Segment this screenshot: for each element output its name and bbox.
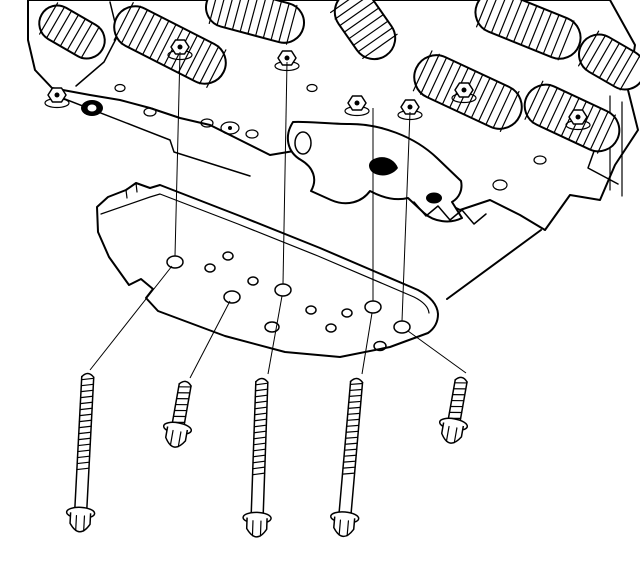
plate-hole — [166, 255, 184, 269]
housing-hole — [114, 83, 126, 93]
bracket — [286, 120, 487, 225]
housing-flange-edge — [51, 93, 251, 177]
plate-hole — [204, 263, 216, 273]
boss — [220, 121, 240, 135]
nut — [167, 39, 193, 61]
coil-section — [113, 2, 227, 88]
housing-lower-corner-edge — [446, 229, 542, 300]
leader-line — [361, 312, 373, 375]
bracket-shadow — [369, 157, 398, 176]
bracket-hole — [294, 131, 312, 155]
housing-hole — [200, 118, 214, 128]
bracket-shadow — [426, 192, 442, 204]
leader-line — [174, 51, 181, 257]
plate-hole — [222, 251, 234, 261]
housing-corner-block-edge — [75, 1, 119, 87]
leader-line — [89, 265, 173, 371]
sawtooth-edge — [413, 201, 487, 225]
leader-line — [401, 111, 411, 322]
leader-line — [189, 300, 231, 379]
plate-hole — [341, 308, 353, 318]
nut — [344, 95, 370, 117]
nut — [274, 50, 300, 72]
leader-line — [407, 330, 467, 374]
coil-section — [38, 2, 106, 60]
plate-hole — [373, 340, 387, 352]
housing-hole — [306, 83, 318, 93]
mounting-plate — [96, 182, 439, 358]
nut — [451, 82, 477, 104]
housing-assembly — [27, 0, 640, 300]
plate-hole — [223, 290, 241, 304]
leader-lines — [89, 51, 467, 379]
plate-top-face-edge — [100, 193, 430, 314]
housing-hole — [492, 179, 508, 191]
leader-line — [267, 295, 283, 375]
leader-line — [282, 61, 288, 285]
coil-section — [329, 0, 398, 61]
plate-tab-edges — [125, 182, 138, 199]
plate-hole — [247, 276, 259, 286]
housing-hole — [143, 107, 157, 117]
housing-hole — [533, 155, 547, 165]
dark-bushing — [81, 100, 103, 116]
plate-hole — [305, 305, 317, 315]
coil-section — [205, 0, 305, 45]
housing-hole — [245, 129, 259, 139]
coil-section — [474, 0, 582, 61]
nut — [397, 99, 423, 121]
coil-section — [578, 30, 640, 91]
plate-hole — [325, 323, 337, 333]
plate-outline — [96, 182, 439, 358]
plate-hole — [264, 321, 280, 333]
nut — [44, 87, 70, 109]
nut — [565, 109, 591, 131]
